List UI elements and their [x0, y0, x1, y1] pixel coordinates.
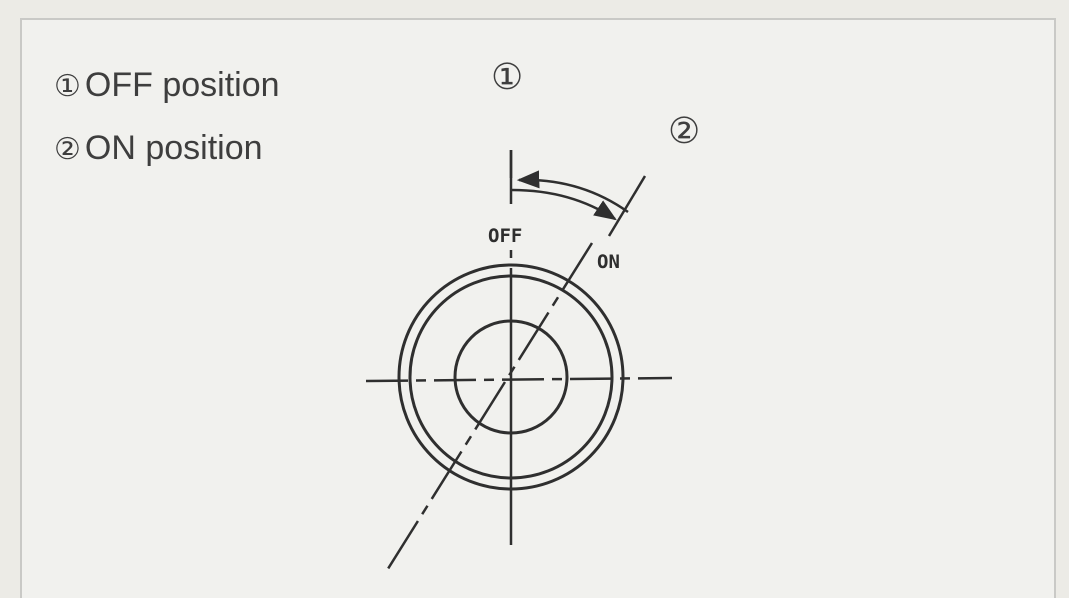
legend-label-off: OFF position — [84, 66, 280, 104]
legend-number-2: ② — [54, 133, 81, 166]
legend-label-on: ON position — [84, 129, 263, 167]
callout-on-number: ② — [668, 111, 701, 152]
arrow-to-off — [516, 170, 629, 214]
diagram-panel — [20, 18, 1056, 598]
off-mark-label: OFF — [488, 225, 522, 247]
legend-number-1: ① — [54, 70, 81, 103]
on-mark-label: ON — [597, 251, 620, 273]
horizontal-centerline — [365, 376, 673, 383]
callout-off-number: ① — [491, 57, 524, 98]
on-position-line — [384, 242, 594, 573]
ignition-switch-diagram: OFF ON — [365, 150, 673, 573]
on-extension-line — [607, 175, 647, 237]
arrow-to-on — [511, 188, 617, 221]
